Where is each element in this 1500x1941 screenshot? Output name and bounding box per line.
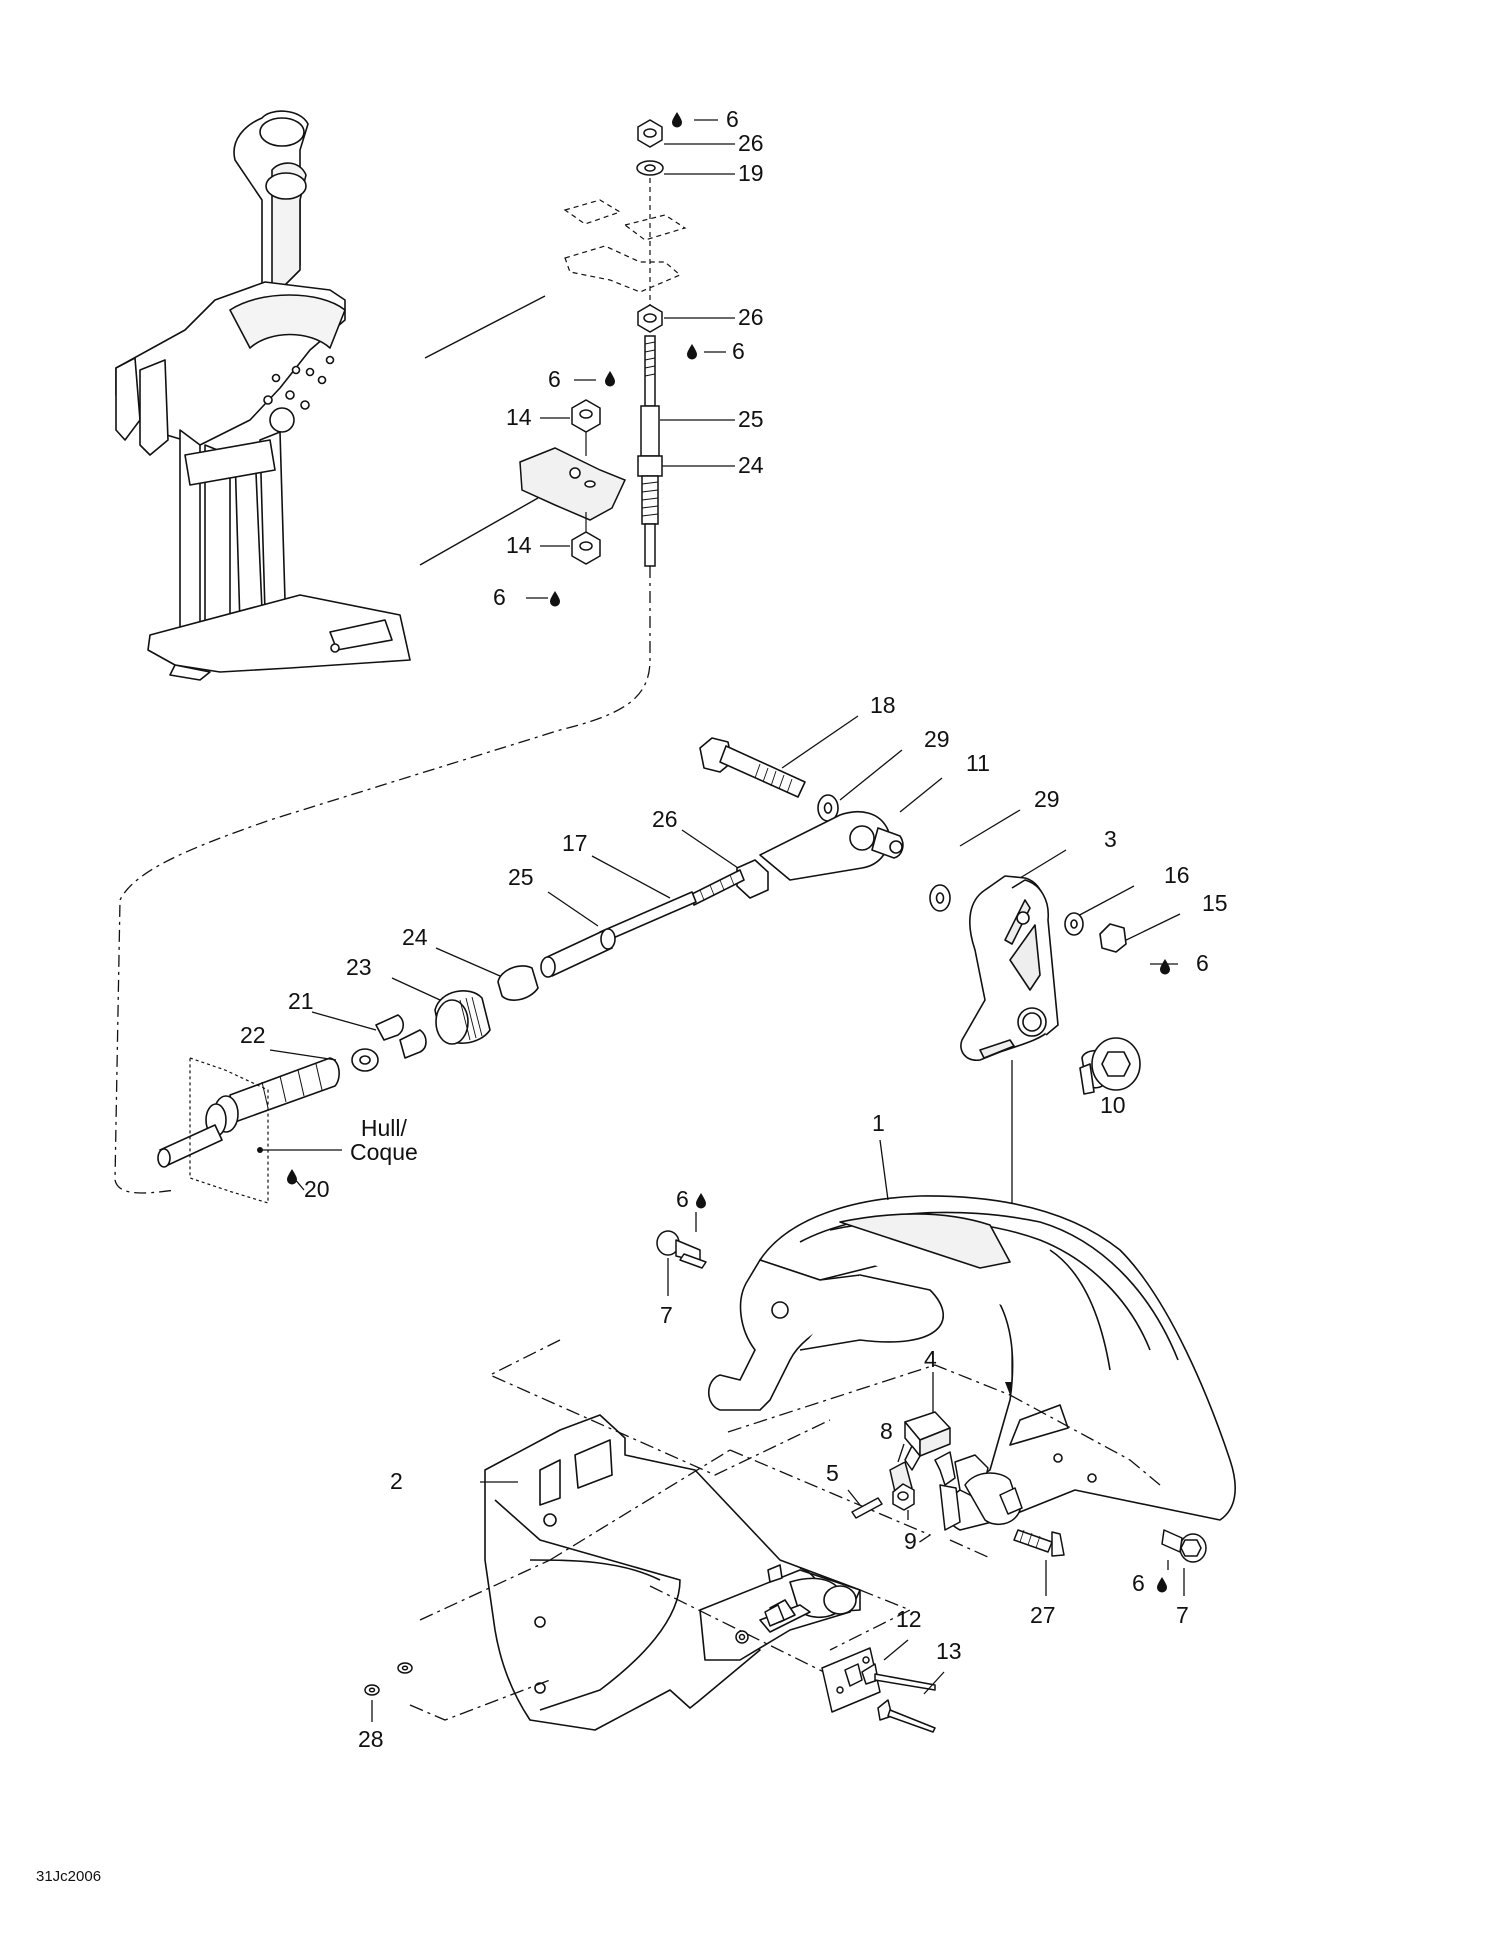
- leader-line: [425, 296, 545, 358]
- callout-15: 15: [1202, 890, 1228, 916]
- callout-25: 25: [738, 406, 764, 432]
- callout-6: 6: [493, 584, 506, 610]
- leader-lines-middle: [262, 716, 1180, 1190]
- leader-line: [420, 498, 538, 565]
- cable-route: [115, 566, 650, 1193]
- callout-28: 28: [358, 1726, 384, 1752]
- callout-16: 16: [1164, 862, 1190, 888]
- cover-housing-1: [709, 1196, 1235, 1530]
- callout-23: 23: [346, 954, 372, 980]
- callout-7: 7: [1176, 1602, 1189, 1628]
- callout-26: 26: [652, 806, 678, 832]
- callout-27: 27: [1030, 1602, 1056, 1628]
- callout-2: 2: [390, 1468, 403, 1494]
- callout-24: 24: [738, 452, 764, 478]
- mounting-bracket-3: [930, 876, 1140, 1094]
- callout-25: 25: [508, 864, 534, 890]
- hull-label-line2: Coque: [350, 1139, 418, 1166]
- callout-14: 14: [506, 404, 532, 430]
- callout-22: 22: [240, 1022, 266, 1048]
- callout-24: 24: [402, 924, 428, 950]
- hull-wall-outline: [190, 1058, 268, 1203]
- callout-29: 29: [1034, 786, 1060, 812]
- callout-1: 1: [872, 1110, 885, 1136]
- callout-6: 6: [1196, 950, 1209, 976]
- callout-8: 8: [880, 1418, 893, 1444]
- callout-17: 17: [562, 830, 588, 856]
- hull-label-line1: Hull/: [360, 1115, 407, 1141]
- hull-point-marker: [257, 1147, 263, 1153]
- callout-18: 18: [870, 692, 896, 718]
- leader-lines-lower: [372, 1140, 1184, 1722]
- callout-26: 26: [738, 130, 764, 156]
- callout-10: 10: [1100, 1092, 1126, 1118]
- callout-26: 26: [738, 304, 764, 330]
- callout-6: 6: [726, 106, 739, 132]
- callout-13: 13: [936, 1638, 962, 1664]
- small-hardware: [365, 1231, 1206, 1732]
- callout-5: 5: [826, 1460, 839, 1486]
- callout-4: 4: [924, 1346, 937, 1372]
- callout-3: 3: [1104, 826, 1117, 852]
- callout-19: 19: [738, 160, 764, 186]
- diagram-reference-code: 31Jc2006: [36, 1868, 102, 1885]
- callout-20: 20: [304, 1176, 330, 1202]
- callout-6: 6: [548, 366, 561, 392]
- hull-label: Hull/ Coque: [350, 1116, 418, 1164]
- callout-7: 7: [660, 1302, 673, 1328]
- callout-29: 29: [924, 726, 950, 752]
- callout-12: 12: [896, 1606, 922, 1632]
- cable-assembly-middle: [158, 738, 903, 1167]
- cable-end-stack: [520, 120, 685, 566]
- callout-6: 6: [676, 1186, 689, 1212]
- callout-11: 11: [966, 750, 990, 776]
- assembly-planes: [410, 1340, 1160, 1720]
- callout-9: 9: [904, 1528, 917, 1554]
- callout-14: 14: [506, 532, 532, 558]
- callout-6: 6: [732, 338, 745, 364]
- callout-6: 6: [1132, 1570, 1145, 1596]
- leader-lines-top: [526, 120, 735, 598]
- callout-21: 21: [288, 988, 314, 1014]
- control-lever-assembly: [116, 111, 410, 680]
